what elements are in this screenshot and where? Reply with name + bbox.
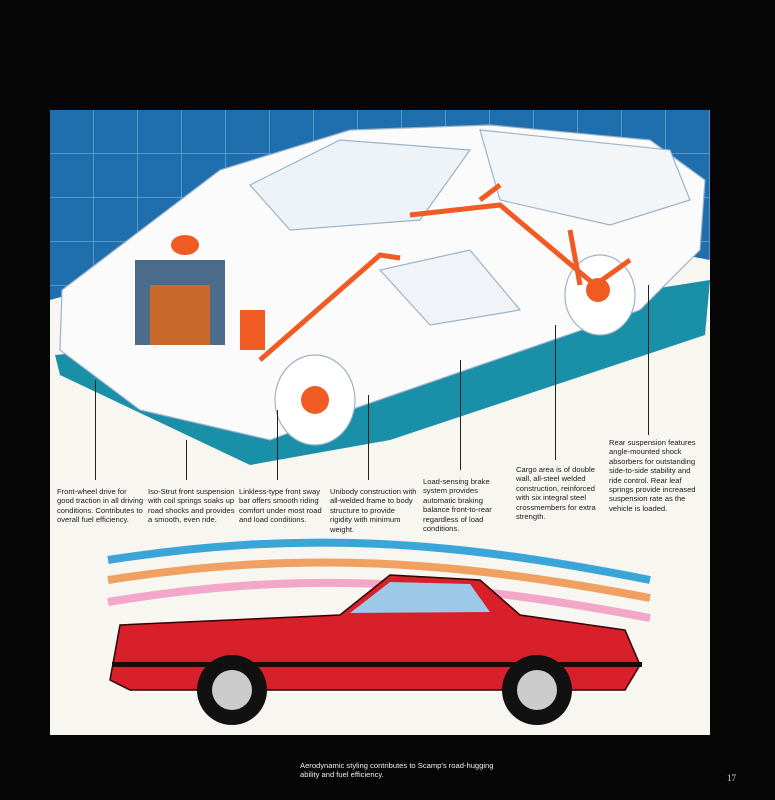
caption-iso-strut: Iso-Strut front suspension with coil spr… [148, 487, 235, 525]
footer-caption: Aerodynamic styling contributes to Scamp… [300, 761, 494, 780]
illustration-panel [50, 110, 710, 735]
leader-line [186, 440, 187, 480]
engine-components [135, 235, 265, 350]
caption-rear-suspension: Rear suspension features angle-mounted s… [609, 438, 696, 513]
caption-front-wheel-drive: Front-wheel drive for good traction in a… [57, 487, 144, 525]
leader-line [648, 285, 649, 435]
leader-line [95, 380, 96, 480]
airflow-stripes [107, 538, 651, 622]
suspension-components [258, 183, 632, 414]
caption-brakes: Load-sensing brake system provides autom… [423, 477, 492, 534]
caption-unibody: Unibody construction with all-welded fra… [330, 487, 417, 534]
cutaway-illustration [50, 110, 710, 725]
red-car [109, 574, 642, 725]
leader-line [555, 325, 556, 460]
caption-sway-bar: Linkless-type front sway bar offers smoo… [239, 487, 322, 525]
leader-line [368, 395, 369, 480]
leader-line [277, 410, 278, 480]
leader-line [460, 360, 461, 470]
caption-cargo-area: Cargo area is of double wall, all-steel … [516, 465, 596, 522]
page-number: 17 [727, 773, 736, 783]
